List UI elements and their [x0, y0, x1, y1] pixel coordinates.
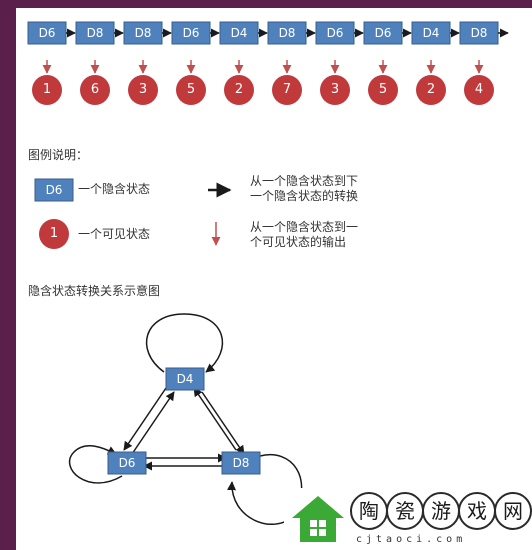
hidden-state-label: D8 — [470, 26, 488, 40]
hidden-state-label: D8 — [278, 26, 296, 40]
visible-state-label: 1 — [42, 82, 52, 97]
node-d6-box — [107, 451, 147, 475]
node-d8-label: D8 — [232, 456, 250, 470]
legend-visible-desc: 一个可见状态 — [78, 227, 151, 241]
visible-state-circle — [320, 75, 350, 105]
d8-to-d4-arrow — [193, 387, 237, 451]
legend-transition-desc-line2: 一个隐含状态的转换 — [250, 189, 359, 203]
d6-to-d4-arrow — [131, 391, 175, 455]
node-d6-label: D6 — [118, 456, 136, 470]
visible-state-circle — [368, 75, 398, 105]
visible-state-circle — [416, 75, 446, 105]
hidden-state-label: D6 — [374, 26, 392, 40]
watermark-char: 游 — [422, 492, 460, 530]
legend-hidden-state-box — [34, 178, 74, 202]
visible-state-label: 4 — [474, 82, 484, 97]
watermark-url: cjtaoci.com — [356, 534, 467, 545]
legend-output-desc-line2: 个可见状态的输出 — [250, 235, 347, 249]
visible-state-circle — [176, 75, 206, 105]
node-d4-box — [165, 367, 205, 391]
legend-title: 图例说明： — [28, 148, 89, 162]
visible-state-circle — [80, 75, 110, 105]
hidden-state-label: D6 — [326, 26, 344, 40]
d4-self-loop-arrow — [145, 313, 224, 373]
visible-state-label: 3 — [138, 82, 148, 97]
watermark-char: 瓷 — [386, 492, 424, 530]
d4-to-d6-arrow — [123, 387, 167, 451]
visible-state-label: 6 — [90, 82, 100, 97]
hidden-state-label: D8 — [86, 26, 104, 40]
legend-transition-desc-line1: 从一个隐含状态到下 — [250, 174, 359, 188]
diagram-title: 隐含状态转换关系示意图 — [28, 284, 161, 298]
legend-visible-state-label: 1 — [49, 226, 59, 241]
visible-state-circle — [272, 75, 302, 105]
legend-output-desc-line1: 从一个隐含状态到一 — [250, 220, 359, 234]
node-d4-label: D4 — [176, 372, 194, 386]
hidden-state-label: D6 — [38, 26, 56, 40]
legend-visible-state-circle — [39, 219, 69, 249]
visible-state-label: 5 — [378, 82, 388, 97]
visible-state-circle — [128, 75, 158, 105]
state-transition-diagram — [68, 313, 303, 526]
legend-hidden-desc: 一个隐含状态 — [78, 182, 151, 196]
hidden-state-label: D4 — [230, 26, 248, 40]
visible-state-circle — [224, 75, 254, 105]
visible-state-label: 2 — [234, 82, 244, 97]
hidden-state-label: D4 — [422, 26, 440, 40]
visible-state-label: 2 — [426, 82, 436, 97]
site-watermark: 陶 瓷 游 戏 网 cjtaoci.com — [284, 488, 532, 550]
visible-state-circle — [464, 75, 494, 105]
visible-state-label: 5 — [186, 82, 196, 97]
visible-state-label: 7 — [282, 82, 292, 97]
hidden-state-label: D6 — [182, 26, 200, 40]
hidden-state-label: D8 — [134, 26, 152, 40]
watermark-char: 网 — [494, 492, 532, 530]
d6-self-loop-arrow — [68, 445, 123, 484]
d4-to-d8-arrow — [201, 391, 245, 455]
node-d8-box — [221, 451, 261, 475]
legend-hidden-state-label: D6 — [45, 183, 63, 197]
watermark-char: 戏 — [458, 492, 496, 530]
watermark-char: 陶 — [350, 492, 388, 530]
house-logo-icon — [292, 496, 344, 542]
visible-state-circle — [32, 75, 62, 105]
visible-state-label: 3 — [330, 82, 340, 97]
hmm-diagram-svg — [27, 21, 509, 526]
